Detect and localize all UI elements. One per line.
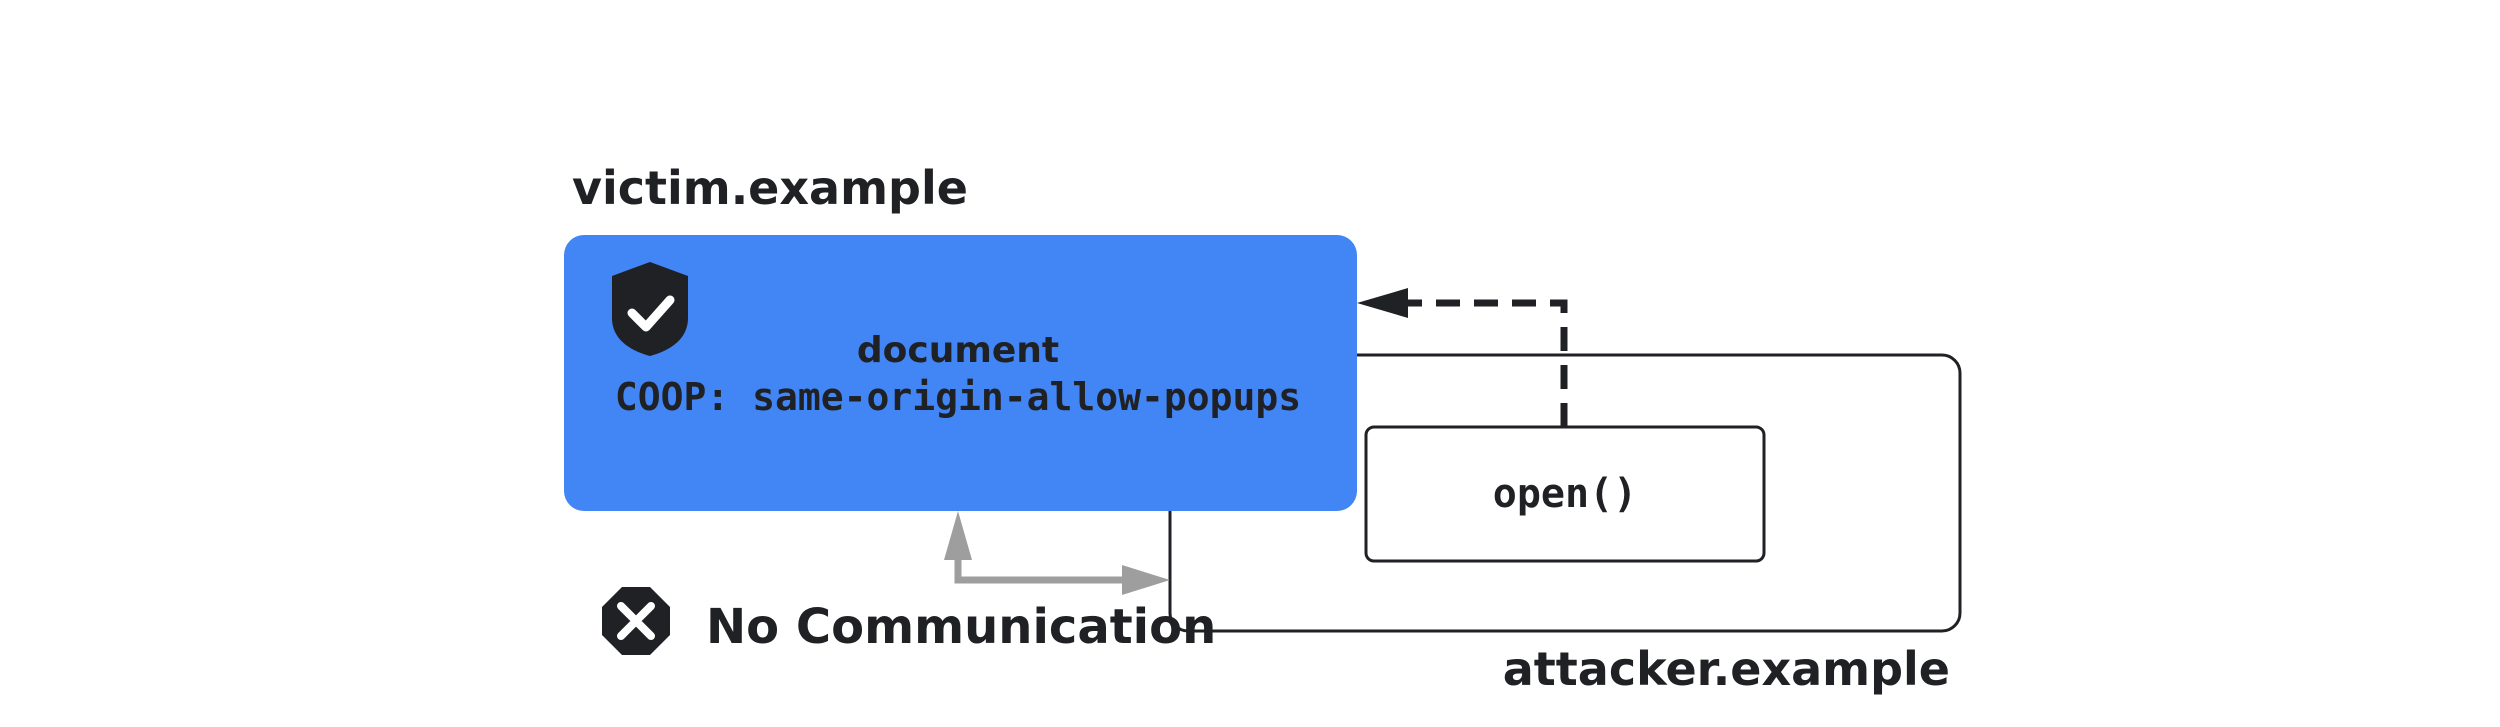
victim-origin-label: victim.example	[572, 161, 968, 215]
no-communication-label: No Communication	[706, 599, 1216, 655]
coop-header-value: COOP: same-origin-allow-popups	[615, 375, 1301, 419]
attacker-origin-label: attacker.example	[1503, 642, 1950, 696]
document-title: document	[857, 330, 1059, 371]
victim-document-box	[564, 235, 1357, 511]
dashed-arrow-head	[1357, 288, 1408, 318]
blocked-communication-arrow	[944, 511, 1170, 595]
blocked-x-icon	[602, 587, 670, 655]
dashed-opener-arrow	[1400, 299, 1568, 427]
open-call-label: open()	[1493, 471, 1638, 517]
shield-check-icon	[612, 262, 688, 356]
